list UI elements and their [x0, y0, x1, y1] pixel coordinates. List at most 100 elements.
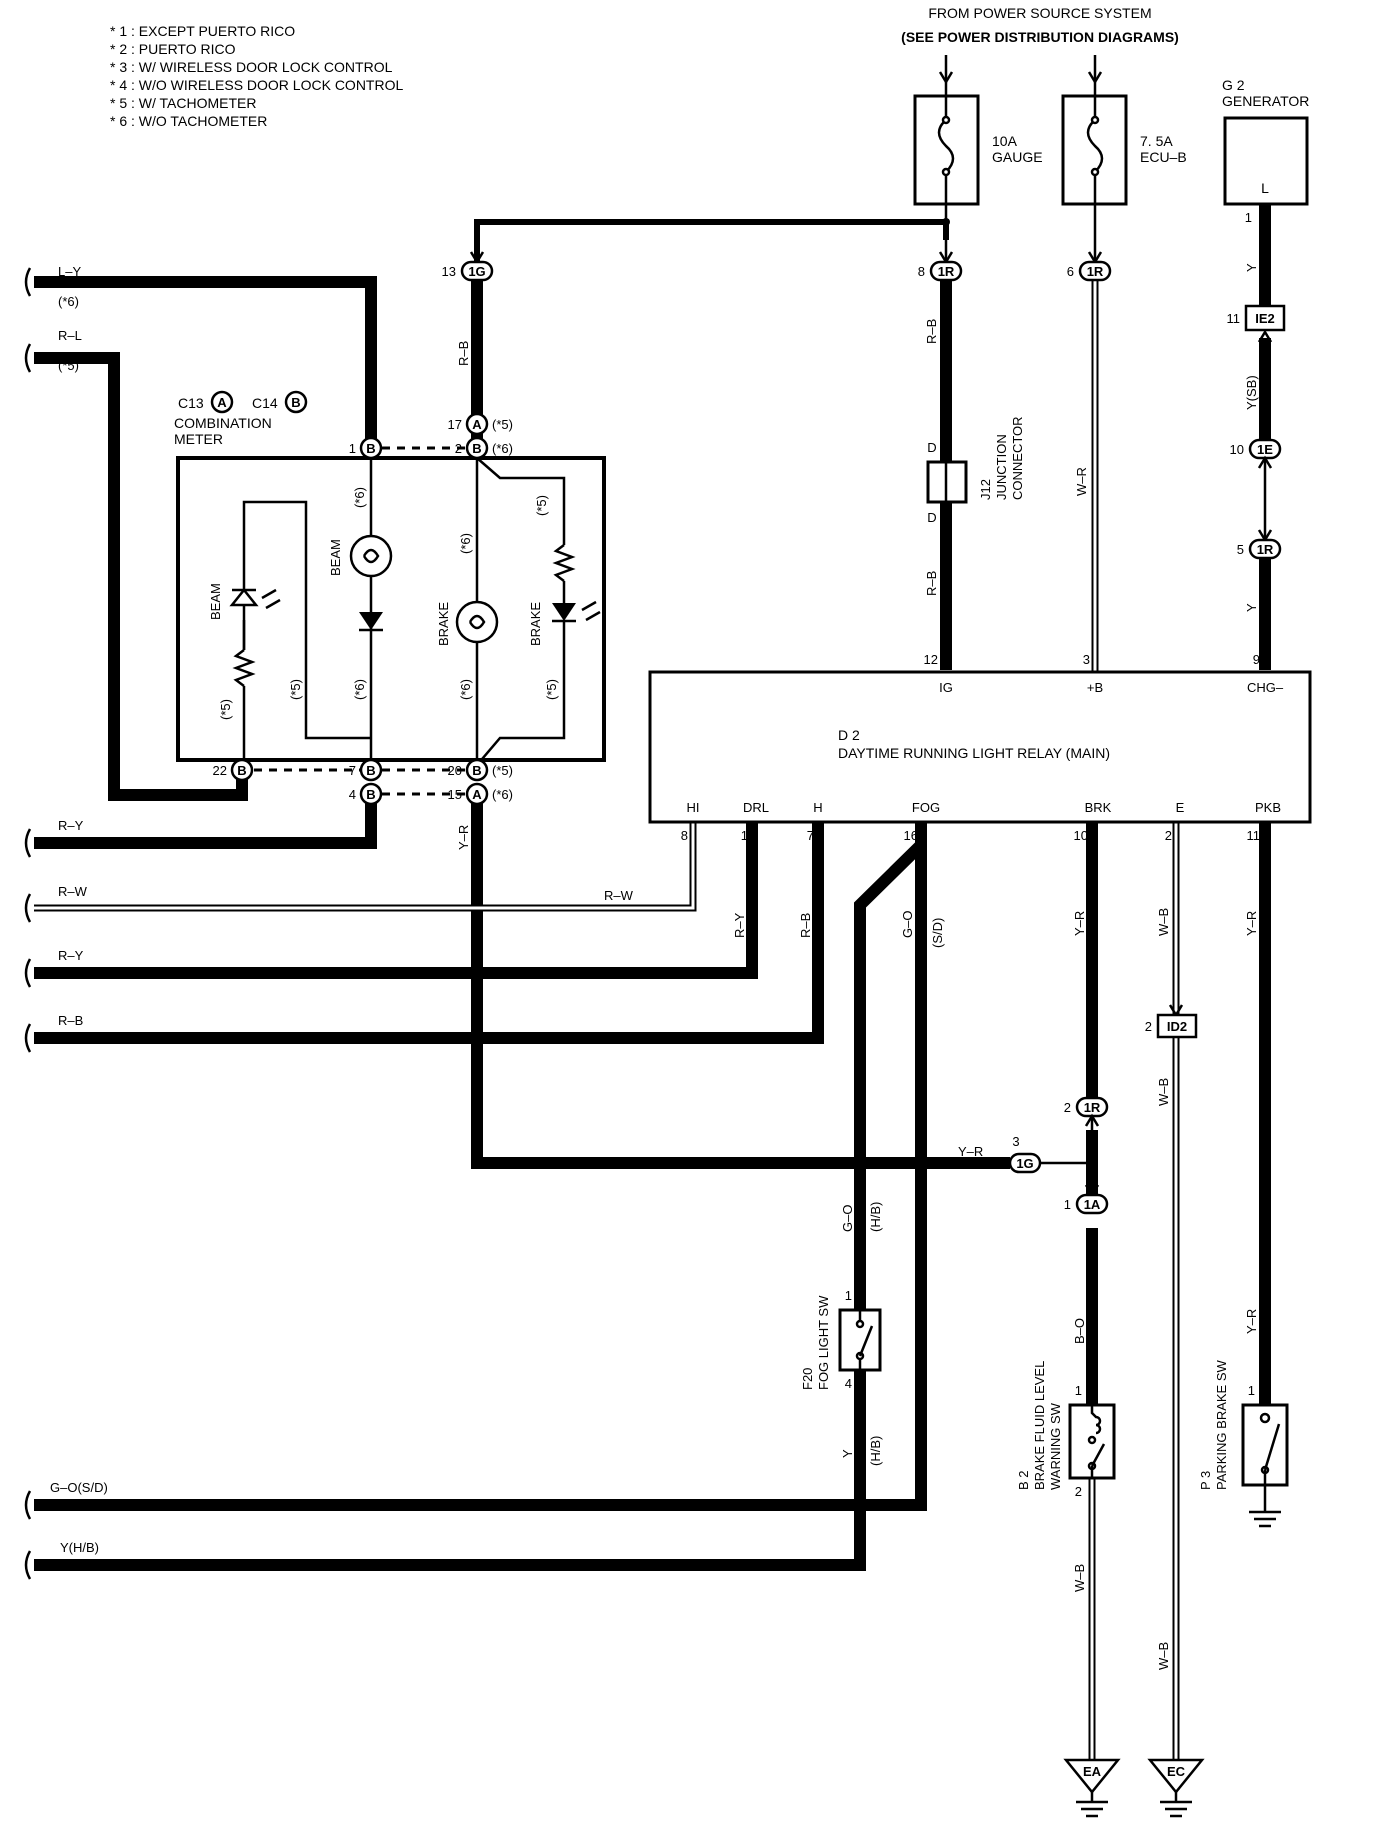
svg-text:13: 13	[442, 264, 456, 279]
wire-break-marks	[24, 267, 32, 1580]
svg-text:A: A	[472, 787, 482, 802]
fuse-gauge-rating: 10A	[992, 133, 1018, 149]
svg-text:1: 1	[1075, 1383, 1082, 1398]
svg-text:B: B	[237, 763, 246, 778]
ground-triangle-icon	[1147, 1758, 1205, 1794]
svg-text:Y(SB): Y(SB)	[1244, 375, 1259, 410]
svg-text:1: 1	[1245, 210, 1252, 225]
svg-text:B: B	[366, 787, 375, 802]
svg-text:+B: +B	[1087, 680, 1103, 695]
svg-text:1: 1	[1064, 1197, 1071, 1212]
svg-text:(*5): (*5)	[218, 699, 233, 720]
beam-bulb-icon	[349, 534, 393, 578]
svg-text:DRL: DRL	[743, 800, 769, 815]
svg-text:B: B	[366, 441, 375, 456]
svg-text:W–R: W–R	[1074, 467, 1089, 496]
svg-text:1G: 1G	[1016, 1156, 1033, 1171]
connector-1a	[1075, 1193, 1109, 1215]
meter-name-2: METER	[174, 431, 223, 447]
svg-text:1: 1	[1248, 1383, 1255, 1398]
diode-icon	[359, 612, 383, 630]
fuse-ecub-name: ECU–B	[1140, 149, 1187, 165]
svg-text:G–O(S/D): G–O(S/D)	[50, 1480, 108, 1495]
generator-g2: G 2 GENERATOR L 1	[1222, 77, 1309, 225]
svg-text:FOG: FOG	[912, 800, 940, 815]
svg-text:WARNING SW: WARNING SW	[1048, 1402, 1063, 1490]
svg-text:A: A	[217, 395, 227, 410]
fuse-icon	[937, 119, 955, 173]
svg-text:Y–R: Y–R	[1244, 1309, 1259, 1334]
svg-text:(*6): (*6)	[352, 487, 367, 508]
svg-text:D: D	[927, 510, 936, 525]
wire-r-y-drl	[34, 822, 758, 979]
ground-ec: EC	[1147, 1758, 1205, 1818]
medium-wires	[474, 174, 949, 262]
svg-text:8: 8	[681, 828, 688, 843]
svg-text:R–B: R–B	[58, 1013, 83, 1028]
ground-triangle-icon	[1063, 1758, 1121, 1794]
svg-text:G–O: G–O	[900, 911, 915, 938]
wire-l-y	[34, 276, 377, 446]
svg-text:G–O: G–O	[840, 1205, 855, 1232]
svg-text:L–Y: L–Y	[58, 264, 81, 279]
double-wires	[34, 278, 1180, 1790]
fuse-ecub: 7. 5A ECU–B	[1061, 55, 1187, 262]
svg-text:2: 2	[1165, 828, 1172, 843]
svg-text:EA: EA	[1083, 1764, 1102, 1779]
arrow-down-icon	[938, 71, 954, 85]
arrow-down-icon	[1087, 71, 1103, 85]
light-emission-icon	[581, 600, 601, 622]
meter-box	[176, 456, 606, 762]
fog-switch-ref: F20	[800, 1368, 815, 1390]
svg-text:R–B: R–B	[924, 571, 939, 596]
wire-r-l	[34, 352, 248, 801]
svg-text:2: 2	[1064, 1100, 1071, 1115]
note-1: * 1 : EXCEPT PUERTO RICO	[110, 23, 295, 39]
wire-gauge-to-1g	[474, 219, 949, 262]
fog-switch-name: FOG LIGHT SW	[816, 1295, 831, 1390]
svg-text:(*6): (*6)	[458, 679, 473, 700]
svg-text:(H/B): (H/B)	[868, 1436, 883, 1466]
svg-text:(*6): (*6)	[58, 294, 79, 309]
svg-text:D: D	[927, 440, 936, 455]
svg-text:R–W: R–W	[604, 888, 634, 903]
svg-text:7: 7	[807, 828, 814, 843]
svg-text:1A: 1A	[1084, 1197, 1101, 1212]
svg-text:IG: IG	[939, 680, 953, 695]
svg-text:22: 22	[213, 763, 227, 778]
svg-text:R–B: R–B	[456, 341, 471, 366]
svg-text:(*5): (*5)	[288, 679, 303, 700]
svg-text:W–B: W–B	[1156, 908, 1171, 936]
connector-id2	[1156, 1013, 1198, 1039]
thick-wires	[34, 205, 1271, 1571]
note-3: * 3 : W/ WIRELESS DOOR LOCK CONTROL	[110, 59, 393, 75]
connector-1r-5	[1248, 538, 1282, 560]
svg-text:Y–R: Y–R	[1244, 911, 1259, 936]
parking-ref: P 3	[1198, 1471, 1213, 1490]
svg-text:BRAKE FLUID LEVEL: BRAKE FLUID LEVEL	[1032, 1361, 1047, 1490]
svg-text:R–Y: R–Y	[732, 912, 747, 938]
lower-connectors: ID2 2 1R 2 1A 1 1G 3	[1008, 1004, 1198, 1215]
svg-text:Y: Y	[1244, 263, 1259, 272]
svg-text:1: 1	[349, 441, 356, 456]
svg-text:10: 10	[1230, 442, 1244, 457]
wire-y-hb	[34, 1370, 866, 1571]
svg-text:B: B	[366, 763, 375, 778]
svg-text:BEAM: BEAM	[328, 539, 343, 576]
svg-text:IE2: IE2	[1255, 311, 1275, 326]
svg-text:9: 9	[1253, 652, 1260, 667]
note-6: * 6 : W/O TACHOMETER	[110, 113, 267, 129]
connector-1r-8	[929, 260, 963, 282]
svg-text:(*6): (*6)	[492, 441, 513, 456]
svg-text:8: 8	[918, 264, 925, 279]
note-2: * 2 : PUERTO RICO	[110, 41, 236, 57]
svg-text:4: 4	[349, 787, 356, 802]
svg-text:1R: 1R	[1084, 1100, 1101, 1115]
svg-text:1: 1	[845, 1288, 852, 1303]
left-wire-labels: L–Y (*6) R–L (*5) R–Y R–W R–Y R–B G–O(S/…	[50, 264, 108, 1555]
generator-connectors: IE2 11 1E 10 1R 5	[1227, 304, 1286, 560]
svg-text:BRK: BRK	[1085, 800, 1112, 815]
svg-text:3: 3	[1012, 1134, 1019, 1149]
note-4: * 4 : W/O WIRELESS DOOR LOCK CONTROL	[110, 77, 403, 93]
svg-text:CHG–: CHG–	[1247, 680, 1284, 695]
